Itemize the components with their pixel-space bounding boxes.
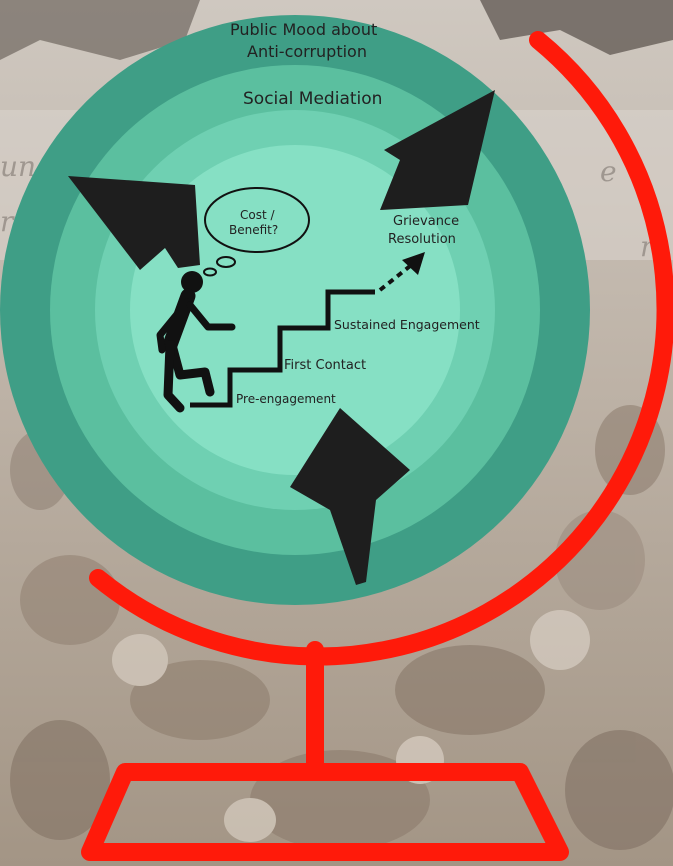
outer-ring-label: Public Mood about [230, 20, 378, 39]
walking-person-icon [156, 271, 236, 413]
globe-stand [81, 31, 673, 861]
stairs-icon [190, 289, 375, 408]
step-label-pre-engagement: Pre-engagement [236, 392, 336, 406]
progress-arrow-icon [378, 252, 425, 292]
arrow-icon [290, 408, 410, 585]
thought-bubble-icon [203, 187, 310, 277]
background-word: un [0, 150, 37, 183]
arrow-icon [68, 176, 200, 270]
middle-ring-label: Social Mediation [243, 89, 383, 109]
step-label-sustained-engagement: Sustained Engagement [334, 317, 480, 332]
thought-bubble-text: Benefit? [229, 223, 279, 237]
background-word: e [600, 155, 617, 188]
step-label-first-contact: First Contact [284, 358, 367, 373]
outer-ring-label: Anti-corruption [247, 42, 367, 61]
goal-label: Resolution [388, 232, 456, 247]
thought-bubble-text: Cost / [240, 208, 275, 222]
arrow-icon [380, 90, 495, 210]
goal-label: Grievance [393, 214, 460, 229]
